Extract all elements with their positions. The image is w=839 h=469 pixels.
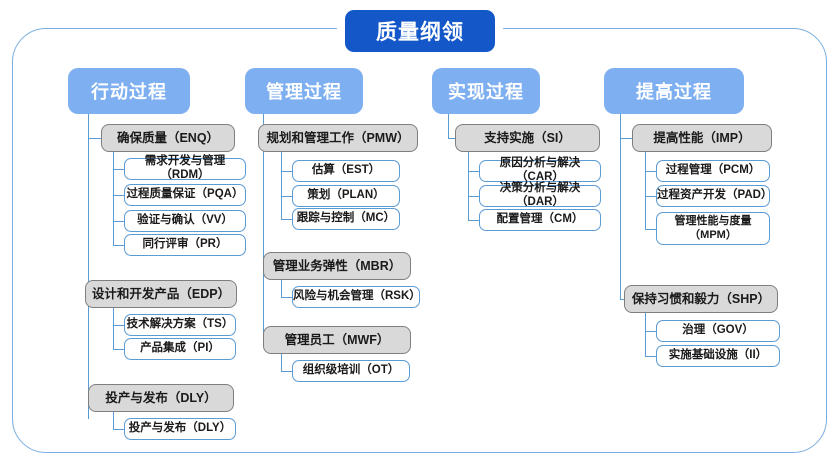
group-box-enq[interactable]: 确保质量（ENQ） xyxy=(101,124,235,152)
leaf-box-vv[interactable]: 验证与确认（VV） xyxy=(124,210,246,232)
leaf-box-est[interactable]: 估算（EST） xyxy=(292,160,400,182)
subtrunk-col2-grp1 xyxy=(281,152,283,219)
leaf-box-pad[interactable]: 过程资产开发（PAD） xyxy=(656,185,772,207)
subtrunk-col4-grp2 xyxy=(645,313,647,356)
subtrunk-col1-grp2 xyxy=(113,308,115,349)
subtrunk-col2-grp3 xyxy=(281,354,283,372)
leaf-box-rdm[interactable]: 需求开发与管理（RDM） xyxy=(124,155,246,181)
leaf-line-car xyxy=(468,171,480,173)
leaf-line-pr xyxy=(113,245,125,247)
leaf-line-ot xyxy=(281,371,293,373)
leaf-line-vv xyxy=(113,221,125,223)
group-box-shp[interactable]: 保持习惯和毅力（SHP） xyxy=(624,285,778,313)
leaf-box-plan[interactable]: 策划（PLAN） xyxy=(292,185,400,207)
column-header-4[interactable]: 提高过程 xyxy=(604,68,744,114)
leaf-line-cm xyxy=(468,220,480,222)
leaf-box-ii[interactable]: 实施基础设施（II） xyxy=(656,345,780,367)
leaf-line-gov xyxy=(645,331,657,333)
group-box-mwf[interactable]: 管理员工（MWF） xyxy=(263,326,411,354)
leaf-box-rsk[interactable]: 风险与机会管理（RSK） xyxy=(292,286,421,308)
leaf-box-pi[interactable]: 产品集成（PI） xyxy=(124,338,236,360)
leaf-line-rsk xyxy=(281,297,293,299)
root-title: 质量纲领 xyxy=(345,10,495,52)
subtrunk-col3-grp1 xyxy=(468,152,470,220)
leaf-box-dar[interactable]: 决策分析与解决（DAR） xyxy=(479,182,601,208)
leaf-line-mpm xyxy=(645,229,657,231)
leaf-box-dly[interactable]: 投产与发布（DLY） xyxy=(124,418,236,440)
leaf-box-gov[interactable]: 治理（GOV） xyxy=(656,320,780,342)
subtrunk-col4-grp1 xyxy=(645,152,647,230)
leaf-line-ii xyxy=(645,356,657,358)
leaf-line-dly xyxy=(113,429,125,431)
trunk-line-col4 xyxy=(620,114,622,300)
trunk-line-col1 xyxy=(88,114,90,419)
subtrunk-col1-grp1 xyxy=(113,152,115,245)
leaf-line-est xyxy=(281,171,293,173)
leaf-line-rdm xyxy=(113,169,125,171)
group-box-mbr[interactable]: 管理业务弹性（MBR） xyxy=(263,252,411,280)
leaf-box-ot[interactable]: 组织级培训（OT） xyxy=(292,360,410,382)
leaf-box-pr[interactable]: 同行评审（PR） xyxy=(124,234,246,256)
leaf-box-mc[interactable]: 跟踪与控制（MC） xyxy=(292,208,400,230)
leaf-box-cm[interactable]: 配置管理（CM） xyxy=(479,209,601,231)
leaf-box-mpm[interactable]: 管理性能与度量 （MPM） xyxy=(656,212,770,245)
leaf-line-dar xyxy=(468,196,480,198)
leaf-line-pi xyxy=(113,349,125,351)
column-header-2[interactable]: 管理过程 xyxy=(245,68,363,114)
subtrunk-col2-grp2 xyxy=(281,280,283,298)
leaf-line-pqa xyxy=(113,195,125,197)
leaf-line-plan xyxy=(281,196,293,198)
branch-line-col1-grp1 xyxy=(88,138,102,140)
leaf-line-ts xyxy=(113,325,125,327)
leaf-box-pqa[interactable]: 过程质量保证（PQA） xyxy=(124,184,246,206)
group-box-si[interactable]: 支持实施（SI） xyxy=(455,124,600,152)
column-header-1[interactable]: 行动过程 xyxy=(68,68,190,114)
leaf-box-ts[interactable]: 技术解决方案（TS） xyxy=(124,314,236,336)
branch-line-col4-grp1 xyxy=(620,138,636,140)
trunk-line-col2 xyxy=(263,114,265,342)
leaf-line-mc xyxy=(281,219,293,221)
trunk-line-col3 xyxy=(448,114,450,138)
leaf-box-pcm[interactable]: 过程管理（PCM） xyxy=(656,160,770,182)
subtrunk-col1-grp3 xyxy=(113,412,115,430)
column-header-3[interactable]: 实现过程 xyxy=(432,68,540,114)
group-box-imp[interactable]: 提高性能（IMP） xyxy=(632,124,772,152)
leaf-line-pad xyxy=(645,196,657,198)
leaf-line-pcm xyxy=(645,171,657,173)
group-box-dly[interactable]: 投产与发布（DLY） xyxy=(88,384,234,412)
group-box-edp[interactable]: 设计和开发产品（EDP） xyxy=(85,280,237,308)
leaf-box-car[interactable]: 原因分析与解决（CAR） xyxy=(479,157,601,183)
group-box-pmw[interactable]: 规划和管理工作（PMW） xyxy=(258,124,418,152)
